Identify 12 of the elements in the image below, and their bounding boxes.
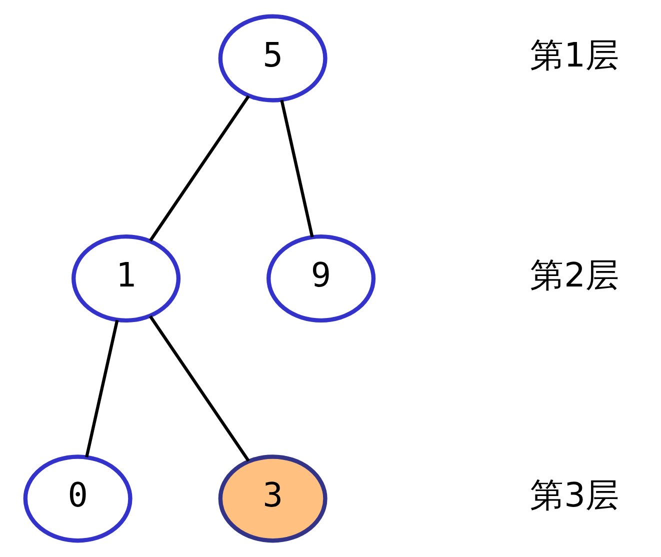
node-ellipse: 5: [218, 14, 327, 102]
node-ellipse: 3: [218, 454, 327, 543]
connector: [84, 320, 118, 458]
connector: [148, 315, 250, 462]
label: 第3层: [530, 476, 619, 515]
node-ellipse: 0: [22, 454, 132, 543]
label: 第2层: [530, 255, 619, 294]
node-ellipse: 9: [266, 234, 376, 323]
node-ellipse: 1: [71, 234, 180, 323]
connector: [148, 95, 250, 242]
label: 第1层: [530, 35, 619, 74]
connector: [280, 100, 314, 238]
